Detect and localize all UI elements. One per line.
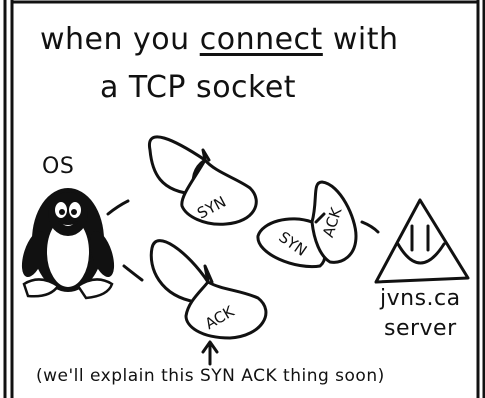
footnote: (we'll explain this SYN ACK thing soon) xyxy=(36,366,385,386)
butterfly-syn-outgoing xyxy=(148,135,258,226)
title-prefix: when you xyxy=(40,22,200,57)
server-name: jvns.ca xyxy=(380,286,461,311)
title-line-2: a TCP socket xyxy=(100,70,297,105)
os-label: OS xyxy=(42,154,75,179)
butterfly-syn-ack xyxy=(256,180,358,269)
pointer-arrow xyxy=(201,340,219,366)
smiling-triangle-icon xyxy=(374,198,470,284)
butterfly-ack-final xyxy=(149,239,268,340)
title-line-1: when you connect with xyxy=(40,22,399,57)
linux-penguin-icon xyxy=(21,188,115,300)
server-role: server xyxy=(384,316,457,341)
panel-border xyxy=(3,0,485,398)
title-emphasis: connect xyxy=(199,22,323,57)
motion-lines xyxy=(106,199,380,282)
title-suffix: with xyxy=(322,22,399,57)
